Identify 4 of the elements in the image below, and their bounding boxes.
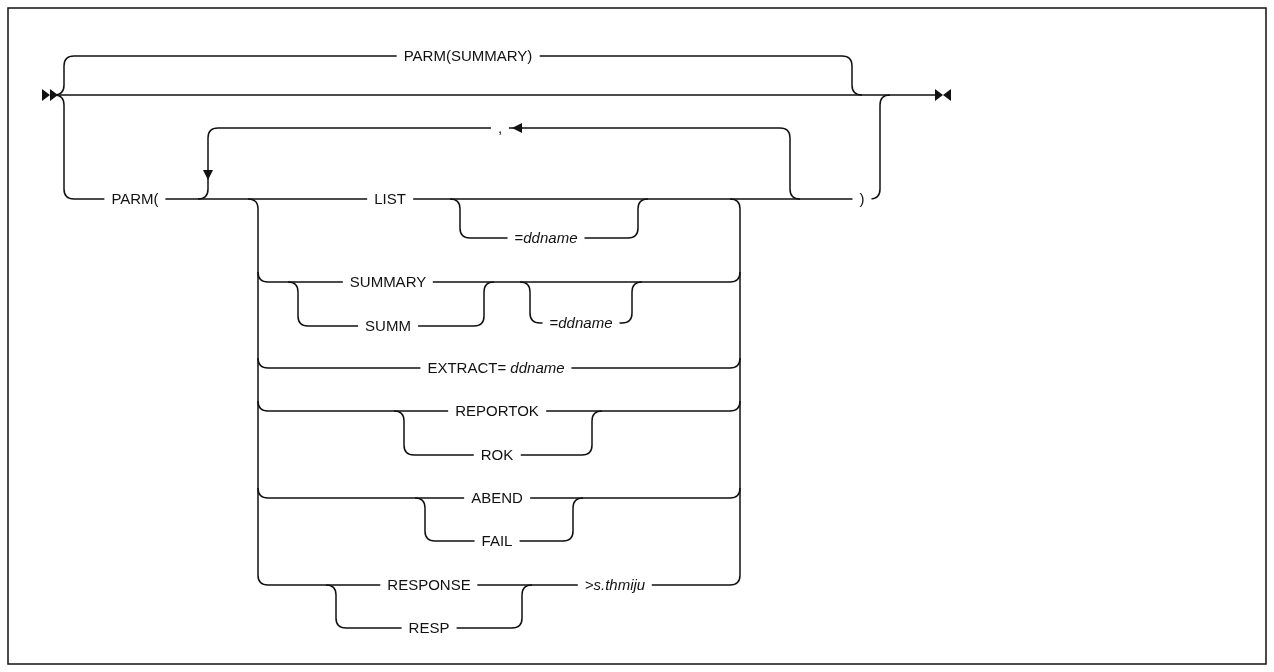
keyword-label: PARM(SUMMARY) [396, 47, 540, 65]
keyword-label: PARM( [104, 190, 166, 208]
closing-parenthesis: ) [852, 190, 872, 208]
variable-label: >s.thmiju [577, 576, 653, 594]
